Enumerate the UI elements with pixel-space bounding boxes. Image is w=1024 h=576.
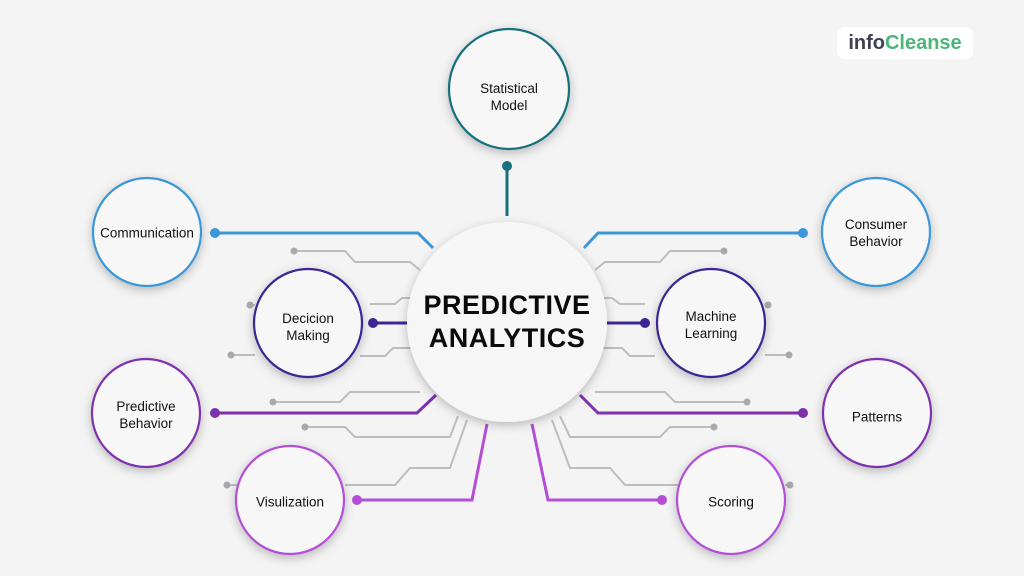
node-visulization: Visulization [255,494,325,510]
node-communication: Communication [100,225,194,241]
node-machine-learning: Machine Learning [684,309,738,341]
central-title: PREDICTIVE ANALYTICS [423,290,591,353]
node-scoring: Scoring [708,494,754,510]
node-patterns: Patterns [851,409,903,425]
node-statistical-model: Statistical Model [480,81,538,113]
node-predictive-behavior: Predictive Behavior [116,399,176,431]
decorative-lines [227,250,790,486]
logo-part2: Cleanse [884,32,962,54]
infocleanse-logo: infoCleanse [837,27,973,59]
logo-part1: info [848,32,885,54]
decorative-dots [223,247,794,489]
node-decicion-making: Decicion Making [282,311,334,343]
node-consumer-behavior: Consumer Behavior [844,217,908,249]
